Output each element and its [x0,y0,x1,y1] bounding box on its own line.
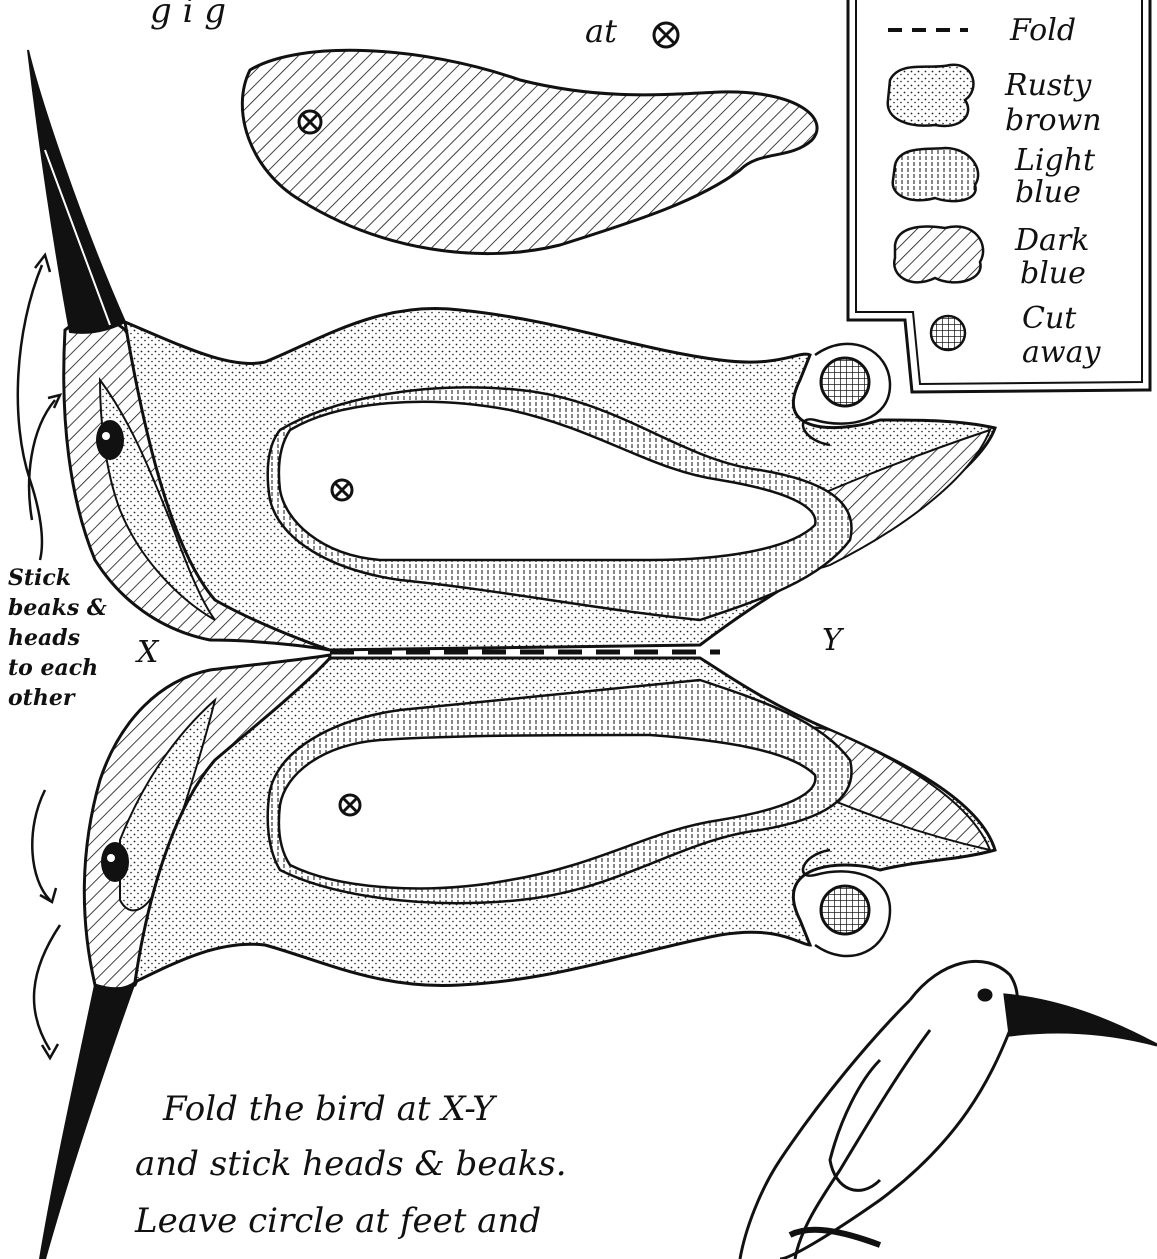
legend-fold-label: Fold [1009,13,1076,48]
lower-eye [101,842,129,882]
light-blue-swatch [893,148,978,201]
side-note: Stick beaks & heads to each other [8,565,107,711]
glue-mark-icon [654,23,678,47]
legend-light-label-1: Light [1014,143,1096,178]
header-fragment-right: at [585,12,617,50]
glue-mark-icon [299,111,321,133]
assembled-bird-illustration [740,961,1157,1259]
legend-light-label-2: blue [1015,175,1081,210]
lower-beak [40,982,135,1259]
label-y: Y [822,623,845,658]
legend: Fold Rusty brown Light blue Dark blue Cu… [848,0,1150,392]
legend-cut-label-2: away [1022,335,1101,370]
upper-eye [96,420,124,460]
side-note-line-2: beaks & [8,595,107,621]
legend-cut-label-1: Cut [1022,301,1077,336]
wing-piece [242,50,817,253]
instruction-line-1: Fold the bird at X-Y [162,1089,498,1129]
instruction-line-3: Leave circle at feet and [134,1201,541,1241]
side-note-line-3: heads [8,625,80,651]
instructions: Fold the bird at X-Y and stick heads & b… [134,1089,567,1241]
legend-rusty-label-2: brown [1005,103,1102,138]
rusty-brown-swatch [888,65,974,126]
side-note-line-4: to each [8,655,98,681]
upper-foot-cutaway [821,358,869,406]
side-note-line-1: Stick [8,565,71,591]
legend-dark-label-2: blue [1020,256,1086,291]
glue-mark-icon [332,480,352,500]
upper-beak [28,50,125,333]
instruction-line-2: and stick heads & beaks. [135,1144,567,1184]
label-x: X [135,635,160,670]
legend-rusty-label-1: Rusty [1004,68,1092,103]
glue-mark-icon [340,795,360,815]
dark-blue-swatch [894,226,983,282]
lower-foot-cutaway [821,886,869,934]
header-fragment-left: g i g [150,0,226,31]
side-note-line-5: other [8,685,76,711]
cut-away-swatch [931,316,965,350]
legend-dark-label-1: Dark [1014,223,1089,258]
